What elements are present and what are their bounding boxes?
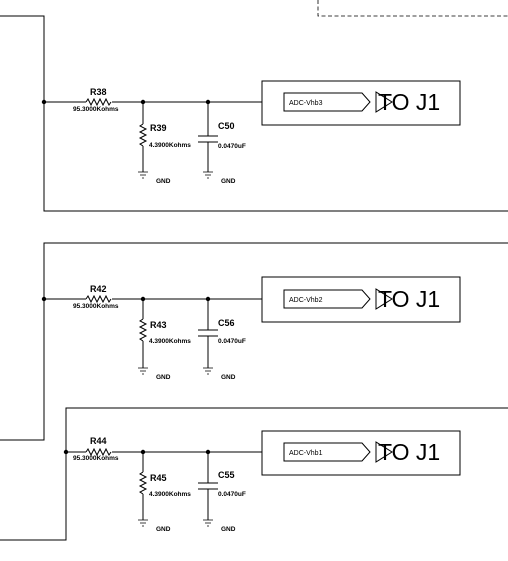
ground-icon (138, 367, 148, 375)
cap-ref: C50 (218, 121, 235, 131)
r-series-value: 95.3000Kohms (73, 455, 119, 462)
resistor-symbol (85, 294, 112, 304)
dashed-outline (317, 0, 508, 17)
connector-box (261, 80, 461, 126)
junction-dot (63, 449, 69, 455)
junction-dot (41, 99, 47, 105)
arrow-icon (375, 91, 393, 113)
circuit-3: R44 95.3000Kohms R45 4.3900Kohms GND C55… (63, 430, 461, 533)
capacitor-symbol (198, 135, 218, 143)
net-flag (283, 289, 371, 309)
r-series-value: 95.3000Kohms (73, 303, 119, 310)
circuit-2: R42 95.3000Kohms R43 4.3900Kohms GND C56… (41, 276, 461, 381)
resistor-symbol (85, 97, 112, 107)
net-label: ADC-Vhb2 (289, 297, 323, 304)
r-shunt-ref: R43 (150, 320, 167, 330)
destination-label: TO J1 (378, 286, 440, 312)
resistor-symbol (138, 471, 148, 495)
gnd-label: GND (221, 374, 236, 381)
cap-value: 0.0470uF (218, 143, 246, 150)
gnd-label: GND (221, 178, 236, 185)
capacitor-symbol (198, 329, 218, 337)
gnd-label: GND (156, 526, 171, 533)
ground-icon (203, 367, 213, 375)
capacitor-symbol (198, 482, 218, 490)
net-label: ADC-Vhb1 (289, 450, 323, 457)
destination-label: TO J1 (378, 439, 440, 465)
gnd-label: GND (221, 526, 236, 533)
r-shunt-ref: R39 (150, 123, 167, 133)
circuit-1: R38 95.3000Kohms R39 4.3900Kohms GND C50… (41, 80, 461, 185)
r-shunt-ref: R45 (150, 473, 167, 483)
resistor-symbol (138, 123, 148, 147)
cap-value: 0.0470uF (218, 338, 246, 345)
gnd-label: GND (156, 374, 171, 381)
connector-box (261, 430, 461, 476)
r-series-ref: R42 (90, 284, 107, 294)
ground-icon (203, 171, 213, 179)
gnd-label: GND (156, 178, 171, 185)
ground-icon (203, 519, 213, 527)
cap-ref: C55 (218, 470, 235, 480)
r-shunt-value: 4.3900Kohms (149, 142, 191, 149)
junction-dot (41, 296, 47, 302)
cap-value: 0.0470uF (218, 491, 246, 498)
r-shunt-value: 4.3900Kohms (149, 338, 191, 345)
r-series-ref: R44 (90, 436, 107, 446)
frame-wires (0, 15, 508, 541)
net-label: ADC-Vhb3 (289, 100, 323, 107)
net-flag (283, 442, 371, 462)
resistor-symbol (85, 447, 112, 457)
ground-icon (138, 519, 148, 527)
r-series-ref: R38 (90, 87, 107, 97)
arrow-icon (375, 441, 393, 463)
r-series-value: 95.3000Kohms (73, 106, 119, 113)
r-shunt-value: 4.3900Kohms (149, 491, 191, 498)
arrow-icon (375, 288, 393, 310)
ground-icon (138, 171, 148, 179)
destination-label: TO J1 (378, 89, 440, 115)
connector-box (261, 276, 461, 323)
resistor-symbol (138, 318, 148, 342)
cap-ref: C56 (218, 318, 235, 328)
net-flag (283, 92, 371, 112)
